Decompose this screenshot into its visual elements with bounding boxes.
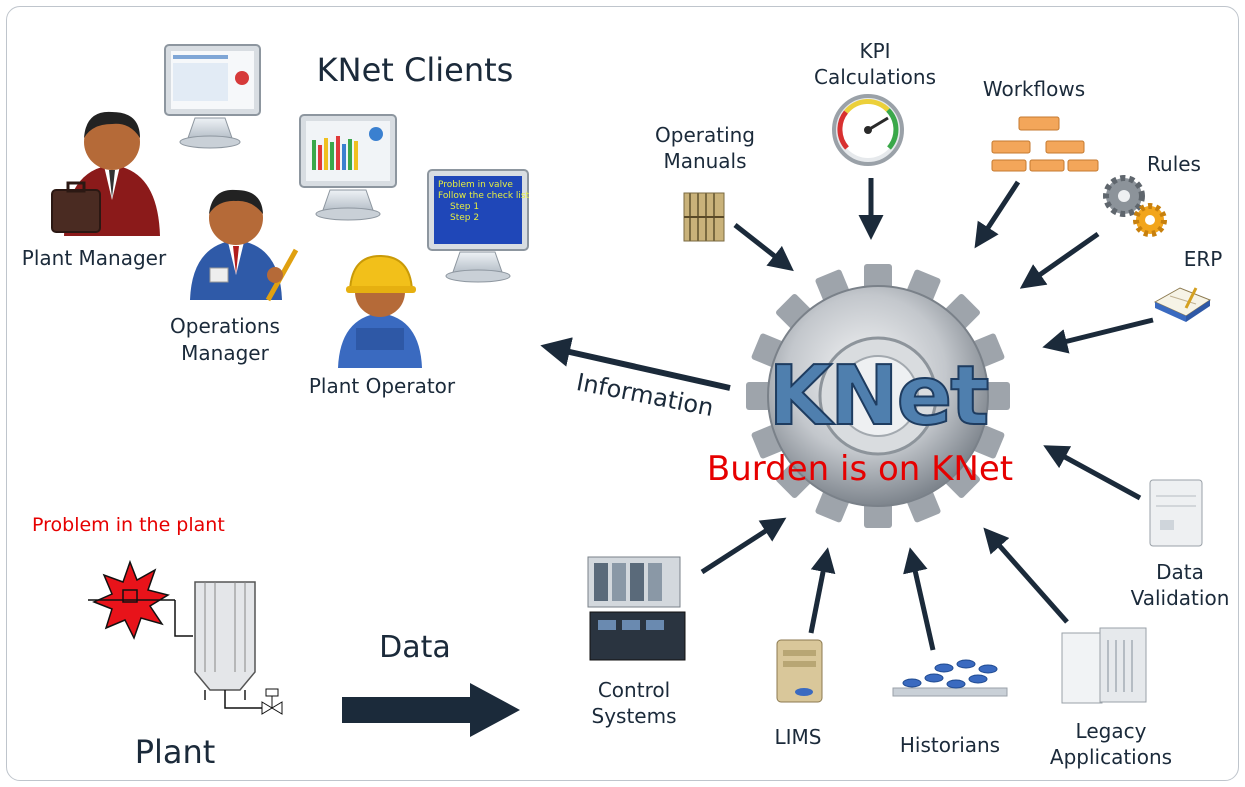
input-label-erp: ERP [1183,247,1223,271]
arrow-control-systems [700,517,787,575]
operating-manuals-icon [683,192,725,242]
control-systems-icon [587,556,686,661]
arrow-historians [903,547,936,651]
monitor-text-line-4: Step 2 [450,213,480,223]
monitor-1 [164,44,261,149]
input-label-legacy-applications: Legacy Applications [1049,719,1173,769]
data-label: Data [379,630,451,665]
input-label-rules: Rules [1147,152,1201,176]
erp-book-icon [1153,287,1212,322]
arrow-workflows [974,180,1021,249]
lims-server-icon [776,639,823,703]
input-label-kpi: KPI Calculations [814,39,936,89]
plant-label: Plant [134,733,216,771]
arrow-data-validation [1043,445,1142,501]
plant-tank-icon [88,581,283,715]
monitor-text-line-2: Follow the check list [438,191,530,201]
arrow-manuals [733,223,794,272]
input-label-workflows: Workflows [982,77,1086,101]
knet-gear [746,264,1010,528]
arrow-data [342,683,520,737]
arrow-erp [1042,317,1154,354]
monitor-text-line-1: Problem in valve [438,180,513,190]
data-validation-server-icon [1149,479,1203,547]
input-label-operating-manuals: Operating Manuals [655,123,755,173]
client-label-plant-manager: Plant Manager [21,246,167,270]
arrow-rules [1019,231,1100,289]
input-label-control-systems: Control Systems [591,678,677,728]
input-label-data-validation: Data Validation [1130,560,1230,610]
arrow-information [540,337,731,391]
diagram-title: KNet Clients [316,51,514,89]
arrow-lims [808,547,836,634]
plant-problem-label: Problem in the plant [32,514,225,536]
monitor-2 [299,114,397,221]
monitor-3 [427,169,529,283]
workflows-icon [991,116,1099,172]
client-label-plant-operator: Plant Operator [308,374,456,398]
input-label-historians: Historians [899,733,1001,757]
historians-databases-icon [892,659,1008,697]
plant-operator-figure [338,254,422,368]
arrow-legacy [983,527,1069,624]
input-label-lims: LIMS [774,725,822,749]
knet-tagline: Burden is on KNet [706,449,1014,489]
legacy-applications-icon [1061,627,1147,704]
operations-manager-figure [190,189,299,302]
client-label-operations-manager: Operations Manager [170,314,280,365]
rules-gears-icon [1103,175,1167,237]
monitor-screen-text: Problem in valve Follow the check list S… [438,180,530,224]
knet-logo-text: KNet [768,349,991,444]
plant-manager-figure [51,111,160,236]
monitor-text-line-3: Step 1 [450,202,480,212]
kpi-gauge-icon [832,94,904,166]
arrows [540,178,1154,651]
